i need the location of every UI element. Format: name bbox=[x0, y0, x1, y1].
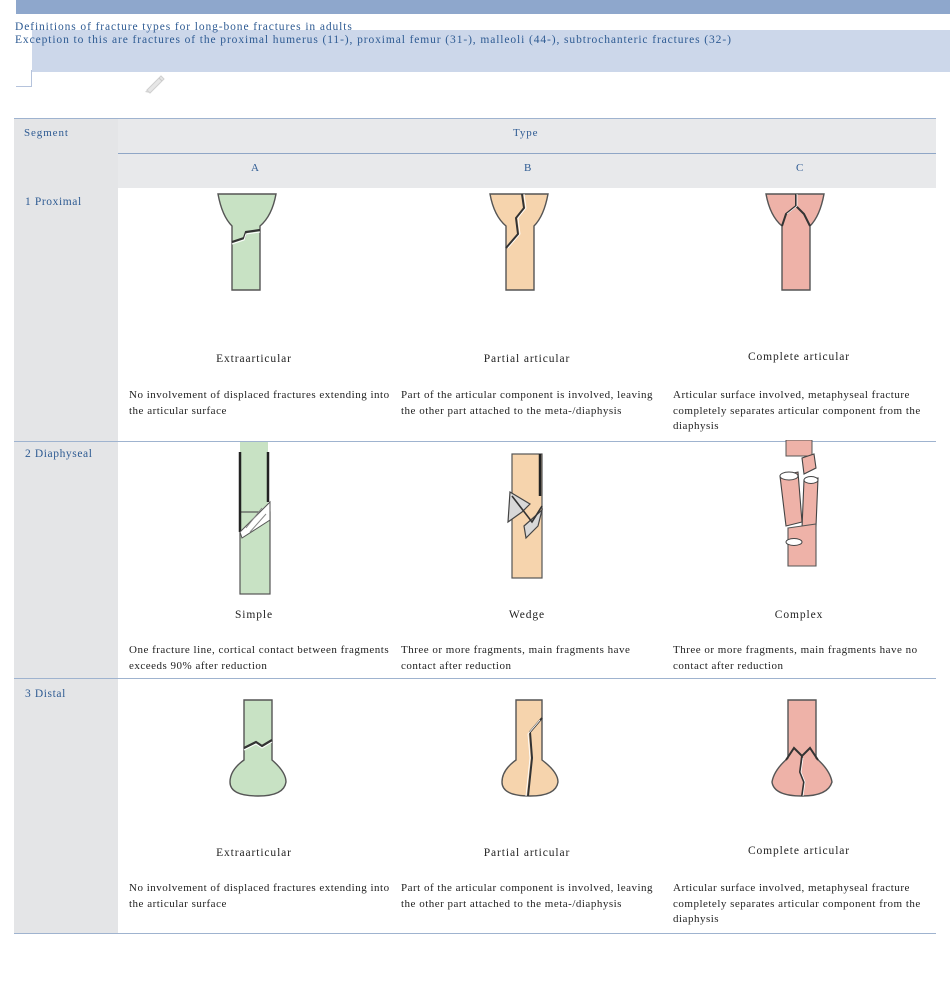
row3-label-c: Complete articular bbox=[747, 845, 851, 857]
row1-desc-a: No involvement of displaced fractures ex… bbox=[129, 389, 390, 417]
page-title: Definitions of fracture types for long-b… bbox=[15, 21, 353, 33]
type-header: Type bbox=[513, 127, 539, 139]
type-header-divider bbox=[118, 153, 936, 154]
row3-label-b: Partial articular bbox=[483, 847, 571, 859]
table-top-rule bbox=[14, 118, 936, 119]
row1-desc-b: Part of the articular component is invol… bbox=[401, 389, 654, 417]
pencil-icon[interactable] bbox=[141, 70, 169, 94]
row3-desc-c: Articular surface involved, metaphyseal … bbox=[673, 882, 921, 925]
column-header-b: B bbox=[524, 162, 533, 174]
row1-label-c: Complete articular bbox=[747, 351, 851, 363]
diaphyseal-complex-bone-icon bbox=[779, 440, 819, 567]
corner-mark bbox=[16, 70, 32, 87]
row3-label-a: Extraarticular bbox=[216, 847, 292, 859]
row2-label-b: Wedge bbox=[508, 609, 546, 621]
row-divider-1 bbox=[14, 441, 936, 442]
row2-desc-a: One fracture line, cortical contact betw… bbox=[129, 644, 390, 672]
row2-label-c: Complex bbox=[774, 609, 824, 621]
distal-partial-articular-bone-icon bbox=[501, 699, 559, 797]
column-header-c: C bbox=[796, 162, 805, 174]
row1-label-b: Partial articular bbox=[483, 353, 571, 365]
segment-label-distal: 3 Distal bbox=[25, 688, 66, 700]
segment-column bbox=[14, 118, 118, 934]
row-divider-2 bbox=[14, 678, 936, 679]
diaphyseal-wedge-bone-icon bbox=[507, 453, 544, 579]
header-band bbox=[32, 30, 950, 72]
row3-desc-a: No involvement of displaced fractures ex… bbox=[129, 882, 390, 910]
distal-complete-articular-bone-icon bbox=[771, 699, 833, 797]
header-bar bbox=[16, 0, 950, 14]
table-bottom-rule bbox=[14, 933, 936, 934]
segment-header: Segment bbox=[24, 127, 69, 139]
row1-desc-c: Articular surface involved, metaphyseal … bbox=[673, 389, 921, 432]
page-subtitle: Exception to this are fractures of the p… bbox=[15, 34, 732, 46]
row3-desc-b: Part of the articular component is invol… bbox=[401, 882, 654, 910]
diaphyseal-simple-bone-icon bbox=[238, 442, 271, 595]
row2-desc-c: Three or more fragments, main fragments … bbox=[673, 644, 918, 672]
row2-desc-b: Three or more fragments, main fragments … bbox=[401, 644, 631, 672]
row2-label-a: Simple bbox=[235, 609, 273, 621]
segment-label-proximal: 1 Proximal bbox=[25, 196, 82, 208]
column-header-a: A bbox=[251, 162, 260, 174]
row1-label-a: Extraarticular bbox=[216, 353, 292, 365]
proximal-partial-articular-bone-icon bbox=[489, 193, 549, 291]
distal-extraarticular-bone-icon bbox=[229, 699, 287, 797]
proximal-complete-articular-bone-icon bbox=[765, 193, 825, 291]
proximal-extraarticular-bone-icon bbox=[217, 193, 277, 291]
segment-label-diaphyseal: 2 Diaphyseal bbox=[25, 448, 93, 460]
